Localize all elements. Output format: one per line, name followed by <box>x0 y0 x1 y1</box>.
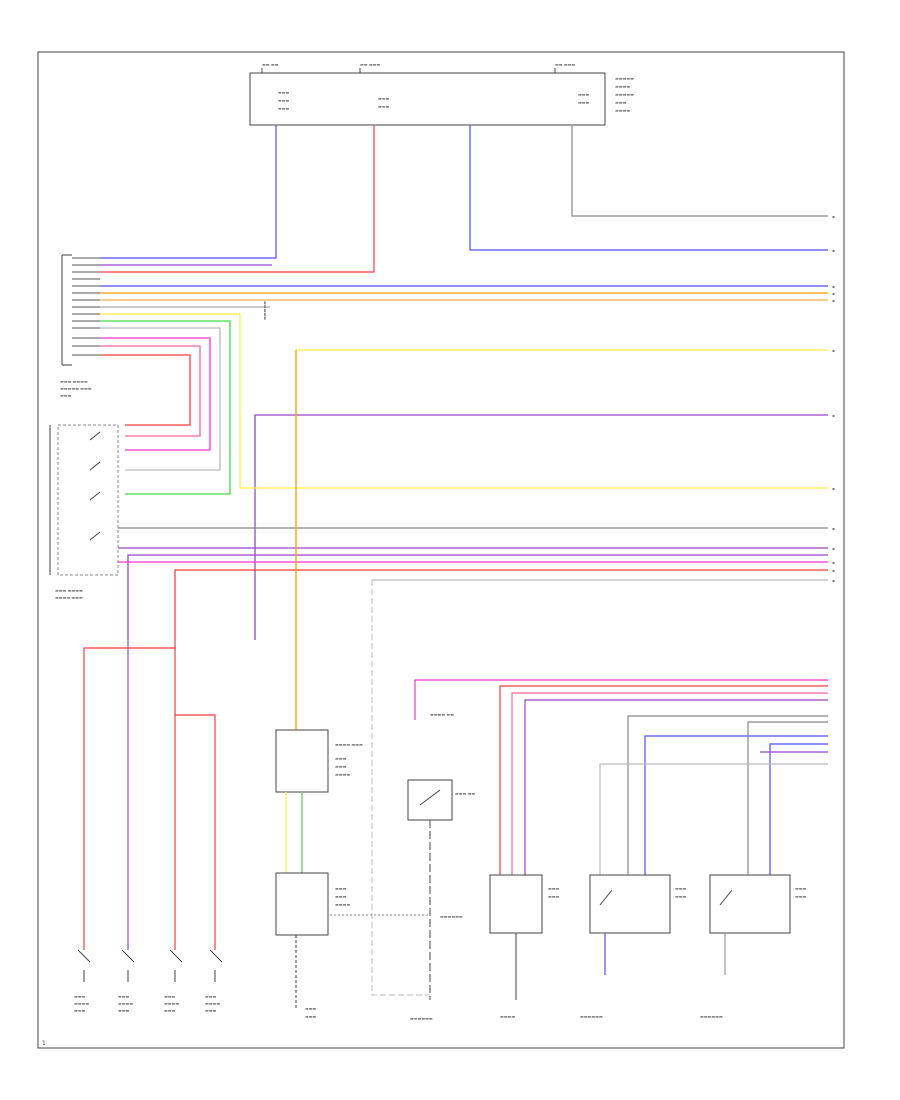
svg-text:▬▬▬: ▬▬▬ <box>60 393 72 398</box>
svg-text:▬▬▬▬▬▬: ▬▬▬▬▬▬ <box>700 1014 723 1019</box>
svg-text:▪: ▪ <box>832 546 835 551</box>
svg-text:▪: ▪ <box>832 560 835 565</box>
svg-text:▪: ▪ <box>832 248 835 253</box>
svg-text:▬▬▬: ▬▬▬ <box>378 96 390 101</box>
right-wires <box>499 685 828 875</box>
middle-module-lower: ▬▬▬ ▬▬▬ ▬▬▬▬ ▬▬▬ ▬▬▬ <box>275 872 350 1019</box>
svg-text:▬▬▬▬▬▬: ▬▬▬▬▬▬ <box>580 1014 603 1019</box>
svg-text:▬▬▬: ▬▬▬ <box>335 764 347 769</box>
left-connector: ▬▬▬ ▬▬▬▬ ▬▬▬▬▬ ▬▬▬ ▬▬▬ <box>60 254 100 398</box>
svg-text:▬▬▬: ▬▬▬ <box>164 994 176 999</box>
door-switch-wires <box>83 640 216 950</box>
svg-text:▬▬▬: ▬▬▬ <box>118 994 130 999</box>
door-switch-labels: ▬▬▬▬▬▬▬▬▬▬ ▬▬▬▬▬▬▬▬▬▬ ▬▬▬▬▬▬▬▬▬▬ ▬▬▬▬▬▬▬… <box>74 994 220 1013</box>
center-switch: ▬▬▬▬ ▬▬ ▬▬▬ ▬▬ ▬▬▬▬▬▬ ▬▬▬▬▬▬ <box>330 580 828 1021</box>
svg-text:▬▬▬: ▬▬▬ <box>578 92 590 97</box>
svg-text:▬▬ ▬▬▬: ▬▬ ▬▬▬ <box>555 62 575 67</box>
page-border <box>37 51 845 1049</box>
svg-text:▬▬▬▬: ▬▬▬▬ <box>615 108 630 113</box>
svg-text:▬▬▬▬: ▬▬▬▬ <box>500 1014 515 1019</box>
svg-text:▪: ▪ <box>832 348 835 353</box>
svg-text:▬▬▬▬: ▬▬▬▬ <box>118 1001 133 1006</box>
svg-text:▬▬▬▬▬▬: ▬▬▬▬▬▬ <box>440 914 463 919</box>
svg-text:▬▬▬: ▬▬▬ <box>205 994 217 999</box>
svg-text:▬▬▬: ▬▬▬ <box>278 98 290 103</box>
svg-text:▬▬▬ ▬▬▬▬: ▬▬▬ ▬▬▬▬ <box>55 588 83 593</box>
right-modules: ▬▬▬ ▬▬▬ ▬▬▬ ▬▬▬ ▬▬▬ ▬▬▬ ▬▬▬▬ ▬▬▬▬▬▬ ▬▬▬▬… <box>489 874 807 1019</box>
svg-text:▬▬▬: ▬▬▬ <box>675 886 687 891</box>
svg-text:▪: ▪ <box>832 291 835 296</box>
svg-text:▬▬▬▬ ▬▬: ▬▬▬▬ ▬▬ <box>430 712 454 717</box>
svg-text:▬▬▬▬: ▬▬▬▬ <box>164 1001 179 1006</box>
svg-text:▬▬▬: ▬▬▬ <box>278 106 290 111</box>
svg-text:▪: ▪ <box>832 284 835 289</box>
svg-text:▬▬▬: ▬▬▬ <box>118 1008 130 1013</box>
svg-text:▬▬▬: ▬▬▬ <box>278 90 290 95</box>
svg-text:▬▬▬▬: ▬▬▬▬ <box>205 1001 220 1006</box>
svg-text:▬▬▬▬: ▬▬▬▬ <box>335 902 350 907</box>
top-unit-wires <box>100 125 828 273</box>
svg-text:▬▬▬▬▬: ▬▬▬▬▬ <box>615 92 634 97</box>
svg-text:▬▬▬▬▬: ▬▬▬▬▬ <box>262 301 267 320</box>
svg-text:▪: ▪ <box>832 413 835 418</box>
door-switches <box>77 949 223 982</box>
svg-text:▬▬▬▬ ▬▬▬: ▬▬▬▬ ▬▬▬ <box>335 742 363 747</box>
svg-text:▬▬▬: ▬▬▬ <box>305 1006 317 1011</box>
svg-text:▬▬▬: ▬▬▬ <box>795 886 807 891</box>
svg-text:▬▬▬: ▬▬▬ <box>205 1008 217 1013</box>
svg-text:▬▬▬: ▬▬▬ <box>675 894 687 899</box>
svg-text:▬▬▬ ▬▬▬▬: ▬▬▬ ▬▬▬▬ <box>60 379 88 384</box>
svg-text:▬▬ ▬▬▬: ▬▬ ▬▬▬ <box>360 62 380 67</box>
svg-text:▬▬▬: ▬▬▬ <box>335 756 347 761</box>
svg-text:▪: ▪ <box>832 298 835 303</box>
svg-text:▪: ▪ <box>832 486 835 491</box>
svg-text:▬▬▬▬▬: ▬▬▬▬▬ <box>615 76 634 81</box>
svg-text:▬▬▬: ▬▬▬ <box>378 104 390 109</box>
svg-text:▬▬▬: ▬▬▬ <box>615 100 627 105</box>
middle-bus <box>118 349 828 640</box>
svg-text:▬▬▬ ▬▬: ▬▬▬ ▬▬ <box>455 791 475 796</box>
svg-text:▬▬▬: ▬▬▬ <box>578 100 590 105</box>
svg-text:▪: ▪ <box>832 214 835 219</box>
svg-text:▪: ▪ <box>832 578 835 583</box>
svg-text:▪: ▪ <box>832 568 835 573</box>
top-control-unit: ▬▬ ▬▬ ▬▬ ▬▬▬ ▬▬ ▬▬▬ ▬▬▬ ▬▬▬ ▬▬▬ ▬▬▬ ▬▬▬ … <box>249 62 634 126</box>
page-marker: 1 <box>42 1040 46 1047</box>
svg-text:▬▬▬: ▬▬▬ <box>164 1008 176 1013</box>
svg-text:▬▬▬▬▬▬: ▬▬▬▬▬▬ <box>410 1016 433 1021</box>
svg-text:▬▬ ▬▬: ▬▬ ▬▬ <box>262 62 279 67</box>
svg-text:▬▬▬: ▬▬▬ <box>548 894 560 899</box>
svg-text:▬▬▬▬ ▬▬▬: ▬▬▬▬ ▬▬▬ <box>55 595 83 600</box>
svg-text:▬▬▬▬▬ ▬▬▬: ▬▬▬▬▬ ▬▬▬ <box>60 386 92 391</box>
svg-text:▬▬▬▬: ▬▬▬▬ <box>74 1001 89 1006</box>
left-connector-bus <box>100 264 828 495</box>
left-switch-block: ▬▬▬ ▬▬▬▬ ▬▬▬▬ ▬▬▬ <box>49 424 119 600</box>
svg-text:▬▬▬▬: ▬▬▬▬ <box>335 772 350 777</box>
svg-text:▬▬▬: ▬▬▬ <box>335 886 347 891</box>
right-terminals: ▪ ▪ ▪ ▪ ▪ ▪ ▪ ▪ ▪ ▪ ▪ ▪ ▪ <box>832 214 835 583</box>
middle-module-upper: ▬▬▬▬ ▬▬▬ ▬▬▬ ▬▬▬ ▬▬▬▬ <box>275 729 363 873</box>
svg-text:▬▬▬: ▬▬▬ <box>548 886 560 891</box>
svg-text:▬▬▬: ▬▬▬ <box>335 894 347 899</box>
svg-text:▬▬▬: ▬▬▬ <box>74 994 86 999</box>
svg-text:▬▬▬▬: ▬▬▬▬ <box>615 84 630 89</box>
svg-text:▬▬▬: ▬▬▬ <box>305 1014 317 1019</box>
svg-text:▬▬▬: ▬▬▬ <box>795 894 807 899</box>
svg-text:▪: ▪ <box>832 526 835 531</box>
svg-text:▬▬▬: ▬▬▬ <box>74 1008 86 1013</box>
